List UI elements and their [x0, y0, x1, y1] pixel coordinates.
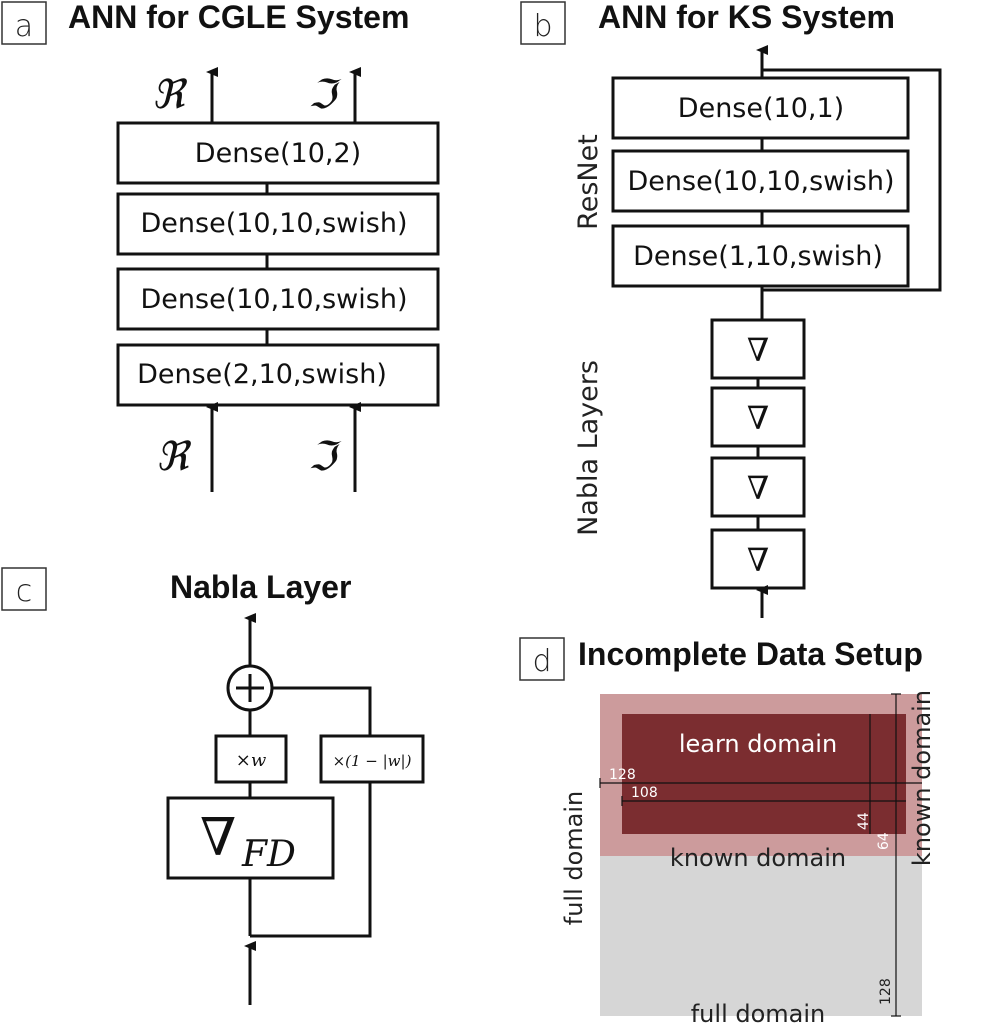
- nabla-fd-subscript: FD: [241, 834, 296, 875]
- panel-a-letter: a: [15, 9, 33, 44]
- dim-label-learn-width: 108: [631, 785, 658, 801]
- layer-box: [116, 121, 440, 185]
- panel-c-title: Nabla Layer: [170, 569, 351, 605]
- skip-weight-box: [319, 734, 425, 784]
- output-imag-label: ℑ: [308, 72, 342, 118]
- dim-label-known-height: 64: [876, 832, 892, 850]
- known-domain-label-vertical: known domain: [908, 690, 936, 866]
- layer-box: [116, 192, 440, 256]
- skip-connection: [272, 686, 372, 736]
- panel-a-letter-box: [1, 1, 47, 45]
- resnet-layer-box: [611, 76, 910, 140]
- known-domain-label-horizontal: known domain: [670, 844, 846, 872]
- nabla-fd-box: [166, 796, 335, 880]
- dim-label-learn-height: 44: [856, 812, 872, 830]
- layer-box: [116, 267, 440, 331]
- panel-b-letter-box: [520, 1, 566, 45]
- panel-b-letter: b: [533, 9, 552, 44]
- nabla-layer-box: [710, 318, 806, 380]
- nabla-icon: ∇: [747, 399, 769, 437]
- weight-label: ×w: [236, 750, 267, 771]
- nabla-layer-box: [710, 386, 806, 448]
- layer-label: Dense(10,10,swish): [141, 208, 408, 239]
- learn-domain-region: [622, 714, 906, 834]
- resnet-layer-label: Dense(10,1): [678, 93, 844, 124]
- panel-d-letter-box: [519, 637, 565, 681]
- resnet-layer-label: Dense(1,10,swish): [633, 241, 883, 272]
- panel-a: a ANN for CGLE System ℜ ℑ Dense(10,2) De…: [1, 0, 440, 492]
- panel-d-title: Incomplete Data Setup: [578, 636, 923, 672]
- resnet-layer-box: [611, 224, 910, 288]
- panel-c-letter: c: [16, 574, 33, 609]
- panel-d-letter: d: [532, 644, 551, 679]
- layer-label: Dense(2,10,swish): [137, 359, 387, 390]
- nabla-icon: ∇: [747, 469, 769, 507]
- panel-b: b ANN for KS System Dense(10,1) Dense(10…: [520, 0, 942, 618]
- nabla-icon: ∇: [747, 541, 769, 579]
- skip-weight-label: ×(1 − |w|): [333, 752, 412, 770]
- nabla-layers-label: Nabla Layers: [573, 360, 604, 536]
- output-real-label: ℜ: [152, 72, 188, 118]
- layer-label: Dense(10,2): [195, 138, 361, 169]
- weight-box: [214, 734, 288, 784]
- nabla-fd-symbol: ∇: [200, 808, 236, 868]
- panel-a-title: ANN for CGLE System: [68, 0, 409, 35]
- dim-label-known-width: 128: [609, 767, 636, 783]
- layer-box: [116, 343, 440, 407]
- panel-d: d Incomplete Data Setup learn domain kno…: [519, 636, 936, 1025]
- learn-domain-label: learn domain: [679, 730, 837, 758]
- panel-b-title: ANN for KS System: [598, 0, 895, 35]
- layer-label: Dense(10,10,swish): [141, 284, 408, 315]
- full-domain-label-horizontal: full domain: [691, 1000, 826, 1025]
- resnet-layer-label: Dense(10,10,swish): [628, 166, 895, 197]
- dim-label-full-height: 128: [878, 978, 894, 1005]
- full-domain-label-vertical: full domain: [560, 791, 588, 926]
- nabla-icon: ∇: [747, 331, 769, 369]
- nabla-layer-box: [710, 456, 806, 518]
- resnet-label: ResNet: [573, 134, 604, 230]
- panel-c-letter-box: [1, 567, 47, 611]
- panel-c: c Nabla Layer ×w ×(1 − |w|) ∇ FD: [1, 567, 425, 1005]
- input-imag-label: ℑ: [308, 434, 342, 480]
- input-real-label: ℜ: [156, 434, 192, 480]
